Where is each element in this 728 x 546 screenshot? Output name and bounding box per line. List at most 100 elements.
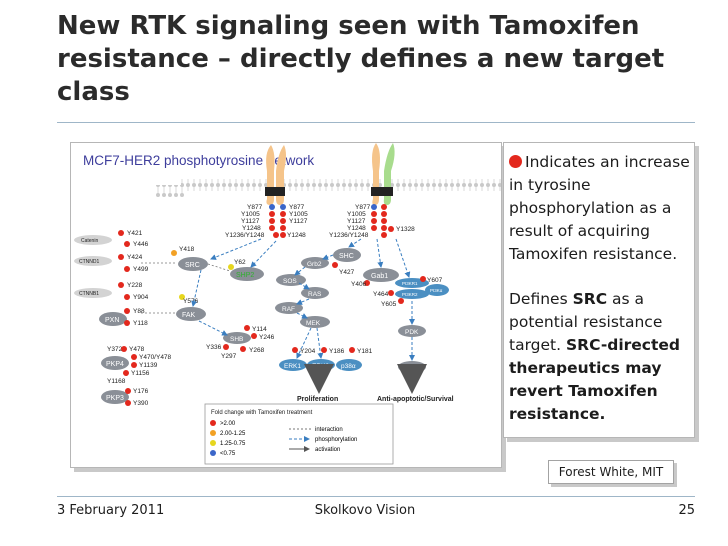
explanation-paragraph-2: Defines SRC as a potential resistance ta…	[509, 288, 690, 426]
phospho-dot-red	[124, 241, 130, 247]
site-label: Y1248	[287, 232, 306, 239]
site-label: Y390	[133, 400, 149, 407]
phospho-dot-red	[124, 308, 130, 314]
site-label: Y372	[107, 346, 123, 353]
phospho-dot-red	[124, 266, 130, 272]
node-label: PDK	[405, 329, 419, 336]
phospho-dot-red	[388, 290, 394, 296]
node-label: SRC	[185, 262, 200, 269]
phospho-dot-red	[244, 325, 250, 331]
node-label: Akt	[406, 365, 416, 372]
site-label: Y1127	[241, 218, 260, 225]
receptor-her2-right	[371, 143, 395, 205]
site-label: Y607	[427, 277, 443, 284]
explanation-textbox: Indicates an increase in tyrosine phosph…	[503, 142, 695, 438]
phospho-dot-red	[251, 333, 257, 339]
site-label: Y186	[329, 348, 345, 355]
site-label: Y1005	[241, 211, 260, 218]
phospho-dot-red	[280, 232, 286, 238]
site-label: Y427	[339, 269, 355, 276]
footer-event: Skolkovo Vision	[310, 503, 420, 518]
title-divider	[57, 122, 695, 123]
phospho-dot-red	[124, 294, 130, 300]
phospho-dot-red	[420, 276, 426, 282]
legend-swatch-blue	[210, 450, 216, 456]
explanation-paragraph-1: Indicates an increase in tyrosine phosph…	[509, 151, 690, 266]
interaction-line	[208, 264, 230, 271]
phospho-dot-red	[398, 298, 404, 304]
legend-title: Fold change with Tamoxifen treatment	[211, 410, 313, 416]
site-label: Y1236/Y1248	[225, 232, 265, 239]
phospho-dot-red	[371, 225, 377, 231]
site-label: Y478	[129, 346, 145, 353]
node-label: p38α	[341, 363, 356, 370]
activation-arrow	[323, 255, 333, 259]
legend-item: 1.25-0.75	[220, 441, 246, 447]
footer-divider	[57, 496, 695, 497]
phospho-dot-red	[349, 347, 355, 353]
node-label: Grb2	[307, 261, 322, 268]
network-diagram: MCF7-HER2 phosphotyrosine network Y877 Y…	[71, 143, 502, 468]
node-label: MEK	[306, 320, 321, 327]
node-label: SHB	[230, 336, 243, 343]
site-label: Y464	[373, 291, 389, 298]
phospho-dot-red	[223, 344, 229, 350]
activation-arrow	[295, 267, 305, 275]
site-label: Y418	[179, 246, 195, 253]
phospho-dot-red	[118, 282, 124, 288]
phospho-dot-red	[381, 218, 387, 224]
activation-arrow	[251, 241, 276, 267]
phospho-dot-red	[381, 225, 387, 231]
site-label: Y204	[300, 348, 316, 355]
node-label: Gab1	[371, 273, 388, 280]
activation-arrow	[396, 239, 409, 277]
cell-membrane-edge	[156, 185, 186, 197]
phospho-dot-red	[131, 362, 137, 368]
activation-arrow	[211, 239, 261, 259]
site-label: Y1248	[242, 225, 261, 232]
site-label: Y297	[221, 353, 237, 360]
node-label: PI3Kα	[430, 288, 443, 293]
site-label: Y877	[355, 204, 371, 211]
site-label: Y176	[133, 388, 149, 395]
phospho-dot-blue	[280, 204, 286, 210]
legend-item: >2.00	[220, 421, 236, 427]
site-label: Y1248	[347, 225, 366, 232]
site-label: Y1168	[107, 378, 126, 385]
phospho-dot-red	[273, 232, 279, 238]
site-label: Y246	[259, 334, 275, 341]
phospho-dot-blue	[371, 204, 377, 210]
page-number: 25	[640, 503, 695, 518]
legend-phosphorylation: phosphorylation	[315, 437, 357, 443]
site-label: Y499	[133, 266, 149, 273]
node-label: Catenin	[81, 238, 98, 244]
explanation-text-2a: Defines	[509, 290, 573, 308]
activation-arrow	[297, 299, 309, 304]
node-label: SHC	[339, 253, 354, 260]
node-label: PI3KR1	[402, 281, 418, 286]
site-label: Y1127	[347, 218, 366, 225]
phospho-dot-red	[118, 230, 124, 236]
phospho-dot-red	[269, 211, 275, 217]
explanation-text-1: Indicates an increase in tyrosine phosph…	[509, 153, 690, 263]
cell-membrane	[181, 179, 502, 191]
phospho-dot-red	[332, 262, 338, 268]
site-label: Y424	[127, 254, 143, 261]
phospho-dot-red	[381, 204, 387, 210]
site-label: Y904	[133, 294, 149, 301]
phospho-dot-red	[125, 388, 131, 394]
node-label: FAK	[182, 312, 196, 319]
site-label: Y470/Y478	[139, 354, 172, 361]
phospho-dot-red	[280, 225, 286, 231]
site-label: Y446	[133, 241, 149, 248]
site-label: Y1328	[396, 226, 415, 233]
site-label: Y62	[234, 259, 246, 266]
phospho-dot-red	[240, 346, 246, 352]
site-label: Y877	[289, 204, 305, 211]
node-label: RAF	[282, 306, 295, 313]
legend-item: 2.00-1.25	[220, 431, 246, 437]
explanation-src-bold: SRC	[573, 290, 607, 308]
legend-interaction: interaction	[315, 427, 343, 433]
node-label: ERK2	[312, 363, 329, 370]
phospho-dot-orange	[171, 250, 177, 256]
